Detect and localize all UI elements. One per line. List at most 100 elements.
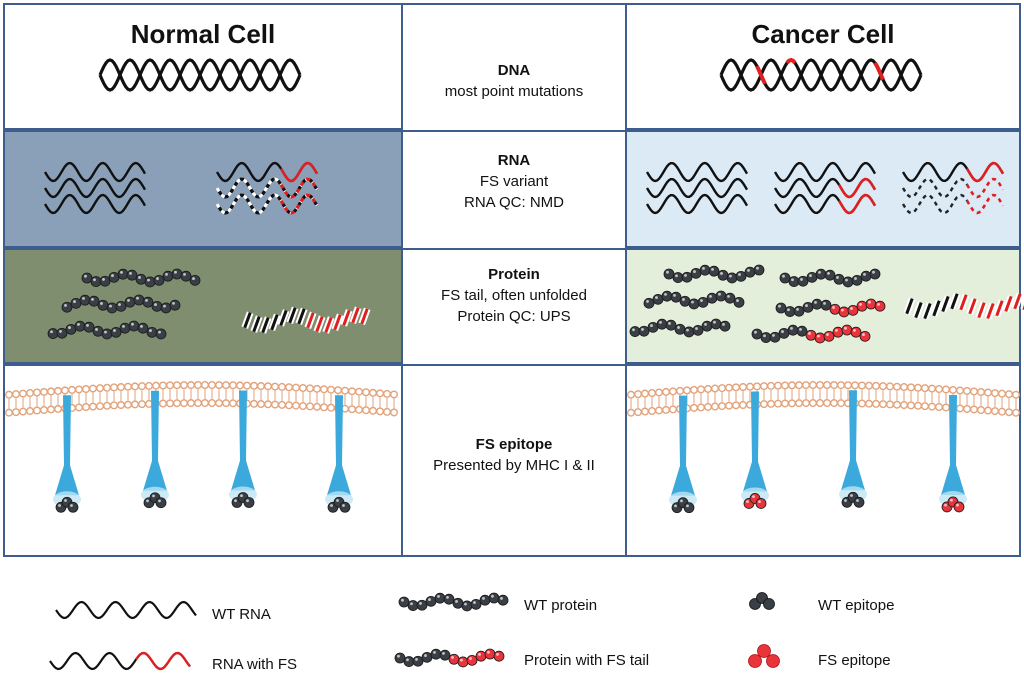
mhc-molecule [55,395,79,496]
wt-rna-strand [645,177,749,199]
bead-highlight [944,503,947,507]
lipid-head [942,403,951,412]
bead-highlight [93,278,96,282]
bead-highlight [853,329,856,332]
lipid-head [242,381,251,390]
middle-column [403,3,625,557]
wt-protein-bead [699,264,711,276]
lipid-head [172,399,181,408]
mhc-molecule [671,395,695,496]
lipid-head [801,399,810,408]
wt-protein-bead [643,297,655,309]
bead-highlight [641,328,644,331]
lipid-head [928,384,937,393]
lipid-head [766,381,775,390]
wt-rna-strand [773,161,877,183]
lipid-head [362,388,371,397]
lipid-head [871,381,880,390]
bead-highlight [782,274,785,278]
lipid-head [299,383,308,392]
lipid-head [696,403,705,412]
bead-highlight [817,334,820,338]
lipid-head [977,406,986,415]
lipid-head [717,402,726,411]
bead-highlight [859,302,862,306]
wt-protein-bead [690,267,702,279]
bead-highlight [650,324,653,327]
wt-epitope [853,496,865,508]
lipid-head [348,405,357,414]
wt-protein-bead [811,298,823,310]
wt-protein-bead [629,326,641,337]
lipid-head [221,381,230,390]
wt-epitope [683,502,695,514]
bead-highlight [424,654,427,657]
bead-highlight [91,297,94,301]
epitope-heading: FS epitope [475,436,553,453]
wt-protein-bead [117,268,129,280]
normal-rna-panel [3,130,403,248]
unfolded-segment [279,309,288,326]
bead-highlight [862,333,865,336]
lipid-head [942,385,951,394]
fs-tail-bead [448,653,460,665]
bead-highlight [473,601,476,604]
bead-highlight [58,504,61,507]
normal-dna-panel: Normal Cell [3,3,403,130]
bead-highlight [131,322,134,326]
wt-protein-bead [796,325,808,337]
lipid-head [47,405,56,414]
bead-highlight [487,650,490,654]
lipid-head [886,400,895,409]
bead-highlight [482,596,485,600]
wt-protein-bead [56,327,68,339]
bead-highlight [950,498,953,502]
wt-protein-bead [753,264,765,276]
bead-highlight [772,334,775,337]
bead-highlight [790,326,793,330]
lipid-head [991,407,1000,416]
mhc-molecule [941,394,965,495]
wt-protein-bead [137,322,149,334]
bead-highlight [406,658,409,662]
middle-divider [403,248,625,250]
lipid-head [717,384,726,393]
lipid-head [669,405,678,414]
lipid-head [249,381,258,390]
bead-highlight [850,494,853,497]
cancer-dna-panel: Cancer Cell [625,3,1021,130]
fs-tail-bead [832,326,844,338]
bead-highlight [455,600,458,603]
bead-highlight [234,499,237,503]
lipid-head [165,381,174,390]
wt-protein-bead [412,655,424,667]
lipid-head [264,400,273,409]
bead-highlight [632,328,635,332]
lipid-head [74,385,83,394]
rna-degradation-mark [215,193,319,215]
lipid-head [731,401,740,410]
lipid-head [1005,408,1014,417]
lipid-head [648,407,657,416]
lipid-head [158,381,167,390]
lipid-head [808,399,817,408]
wt-protein-bead [106,302,118,314]
cancer-protein-panel [625,248,1024,364]
lipid-head [355,405,364,414]
bead-highlight [686,328,689,332]
bead-highlight [711,267,714,271]
bead-highlight [718,292,721,296]
lipid-head [320,385,329,394]
bead-highlight [677,326,680,329]
middle-divider [403,364,625,366]
legend-wt-rna-glyph [55,600,197,620]
wt-protein-bead [128,320,140,332]
bead-highlight [756,266,759,270]
fs-tail-bead [475,650,487,662]
lipid-head [893,400,902,409]
rna-fs-tail [279,193,319,215]
wt-protein-bead [146,326,158,338]
wt-protein-bead [110,326,122,338]
lipid-head [228,381,237,390]
bead-highlight [140,325,143,328]
